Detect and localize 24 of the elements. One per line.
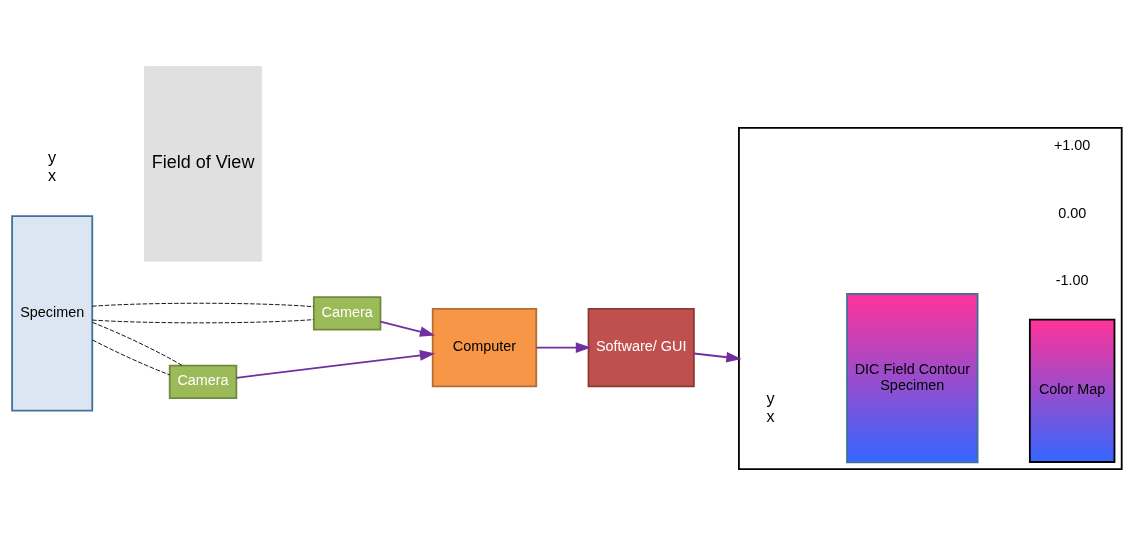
node-box: Software/ GUI: [587, 307, 695, 387]
connector: [91, 302, 314, 307]
node-box: DIC Field Contour Specimen: [846, 292, 979, 463]
arrow: [693, 351, 742, 363]
connector: [91, 318, 314, 323]
connector: [92, 339, 171, 375]
node-label: +1.00: [1053, 136, 1091, 153]
label: x: [766, 406, 775, 425]
node-box: Camera: [312, 295, 382, 330]
cluster: [738, 126, 1123, 470]
label: x: [48, 165, 57, 184]
label: y: [48, 147, 57, 166]
node-box: Camera: [168, 364, 238, 399]
node-label: 0.00: [1058, 204, 1087, 221]
node-label: -1.00: [1055, 271, 1089, 288]
node-box: Computer: [431, 307, 538, 387]
arrow: [235, 349, 436, 379]
arrow: [379, 320, 436, 337]
node-box: Field of View: [144, 65, 263, 262]
arrow: [535, 341, 592, 353]
node-box: Specimen: [11, 214, 94, 412]
label: y: [766, 388, 775, 407]
connector: [92, 321, 183, 366]
node-box: Color Map: [1028, 318, 1116, 463]
